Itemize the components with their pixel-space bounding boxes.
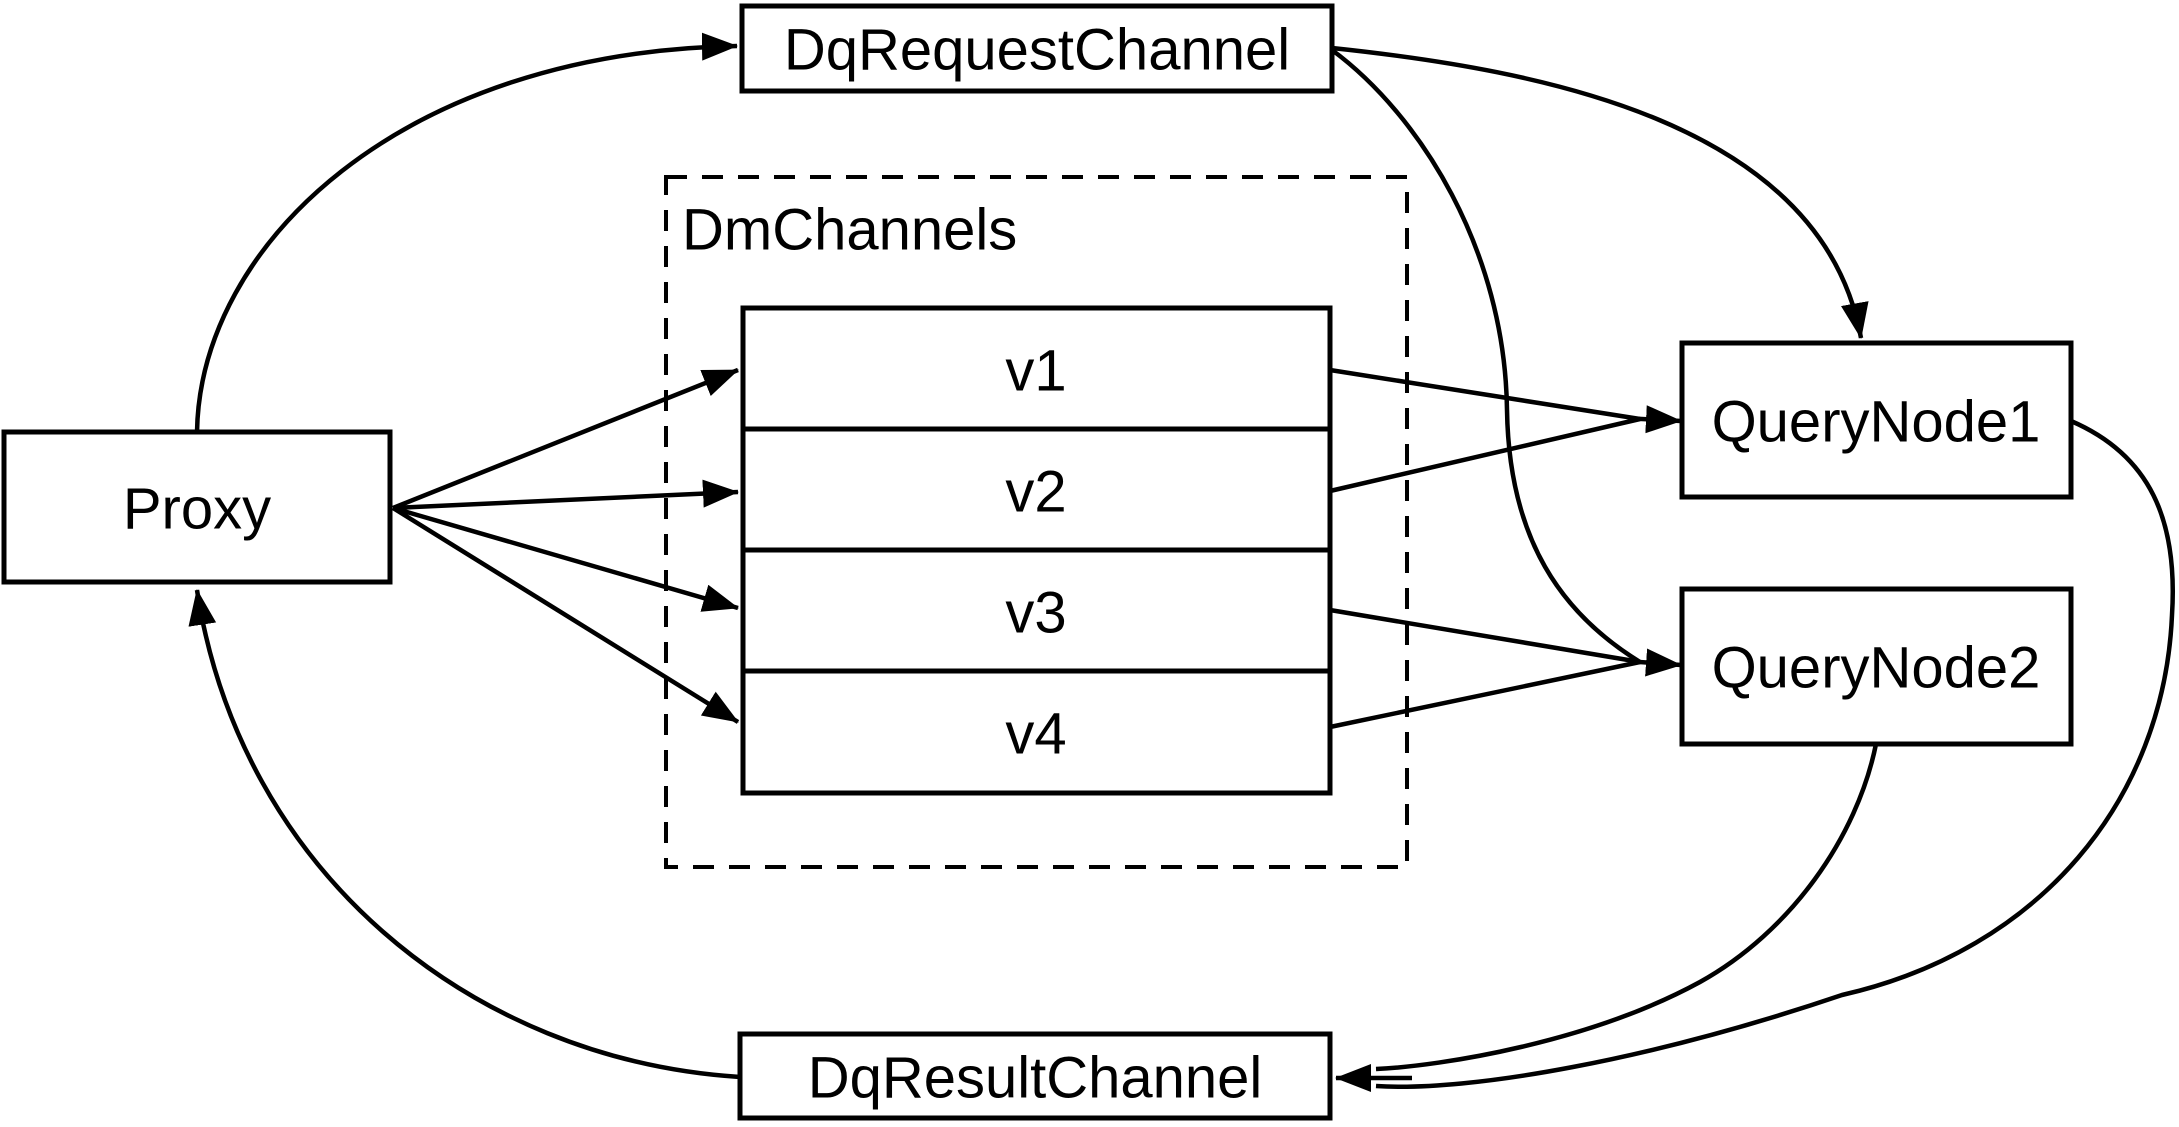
arrowhead-into-querynode2-left <box>1633 648 1682 677</box>
node-dq-result-channel <box>737 1031 1333 1121</box>
query-node-2-label: QueryNode2 <box>1712 636 2041 701</box>
channel-v2-label: v2 <box>1005 460 1066 525</box>
edge-proxy-to-v4 <box>391 506 740 724</box>
edge-dqrequestchannel-to-querynode1 <box>1331 45 1869 339</box>
dm-channels-label: DmChannels <box>682 198 1017 263</box>
edge-proxy-to-v1 <box>392 367 739 511</box>
node-dq-request-channel <box>739 3 1335 94</box>
channel-v3-label: v3 <box>1005 581 1066 646</box>
dq-result-channel-label: DqResultChannel <box>808 1046 1263 1111</box>
group-dm-channels <box>664 175 1409 869</box>
channel-v4-label: v4 <box>1005 702 1066 767</box>
edge-querynode1-to-dqresultchannel <box>1375 418 2175 1089</box>
query-node-1-label: QueryNode1 <box>1712 390 2041 455</box>
edge-proxy-to-v3 <box>392 505 739 612</box>
arrowhead-into-querynode1-left <box>1633 405 1682 434</box>
edge-v3-to-querynode2 <box>1329 607 1641 665</box>
edge-dqresultchannel-to-proxy <box>188 589 741 1080</box>
edge-proxy-to-dqrequestchannel <box>194 32 738 433</box>
edge-dqrequestchannel-to-querynode2 <box>1330 48 1642 664</box>
node-query-node-1 <box>1679 340 2074 500</box>
node-proxy <box>1 429 393 585</box>
edge-v2-to-querynode1 <box>1329 416 1641 494</box>
proxy-label: Proxy <box>123 477 271 542</box>
edge-querynode2-to-dqresultchannel <box>1375 743 1879 1072</box>
edge-v4-to-querynode2 <box>1329 659 1641 730</box>
node-query-node-2 <box>1679 586 2074 747</box>
edge-v1-to-querynode1 <box>1329 367 1641 422</box>
dq-request-channel-label: DqRequestChannel <box>784 18 1290 83</box>
channel-v1-label: v1 <box>1005 339 1066 404</box>
edge-proxy-to-v2 <box>392 479 739 511</box>
